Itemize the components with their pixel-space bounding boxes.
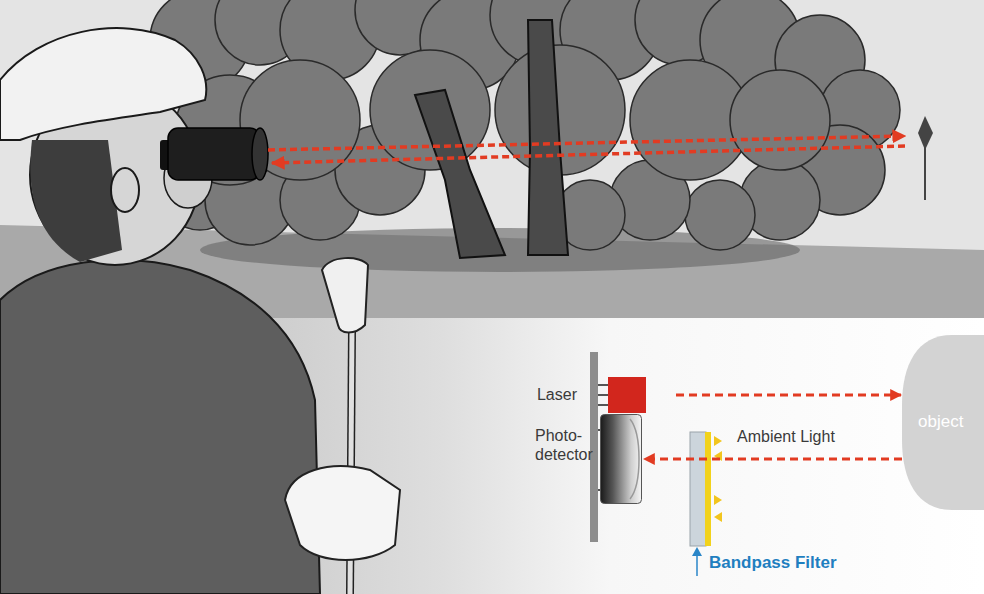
- component-pin: [598, 429, 600, 431]
- golfer-hair: [30, 140, 122, 262]
- object-label: object: [918, 412, 963, 431]
- leader-line: [696, 553, 698, 576]
- detector-lens: [630, 419, 639, 499]
- rangefinder: [168, 128, 260, 180]
- rangefinder-lens: [252, 128, 268, 180]
- filter-coating: [705, 432, 711, 546]
- club-head: [322, 258, 368, 332]
- component-pin: [598, 404, 608, 406]
- leader-arrow: [692, 547, 702, 556]
- reflected-beam: [644, 458, 902, 461]
- object-shape: [902, 335, 984, 510]
- ambient-light-label: Ambient Light: [737, 427, 835, 446]
- tree-canopy: [150, 0, 900, 250]
- laser-beam: [676, 394, 901, 397]
- foliage: [685, 180, 755, 250]
- ambient-ray: [714, 451, 722, 461]
- laser-pulse: [268, 136, 905, 150]
- component-label: Laser: [537, 385, 577, 404]
- detector-housing: [601, 415, 642, 504]
- component-label: Photo- detector: [535, 426, 597, 464]
- ambient-ray: [714, 436, 722, 446]
- tree-trunk: [528, 20, 568, 255]
- ambient-ray: [714, 495, 722, 505]
- component-pin: [598, 394, 608, 396]
- ambient-ray: [714, 512, 722, 522]
- golfer-cap: [0, 28, 206, 140]
- laser-echo: [272, 146, 905, 163]
- flag: [918, 116, 933, 150]
- foliage: [730, 70, 830, 170]
- golf-glove: [285, 466, 400, 560]
- component-pin: [598, 489, 600, 491]
- target-object: object: [902, 335, 984, 510]
- golfer-jacket: [0, 260, 320, 594]
- golfer-ear: [111, 168, 139, 212]
- filter-label: Bandpass Filter: [709, 553, 837, 572]
- component-pin: [598, 384, 608, 386]
- laser-diode: Laser: [608, 377, 646, 413]
- tree-trunk: [415, 90, 505, 258]
- detector-body: [600, 414, 642, 504]
- bandpass-filter: [690, 432, 706, 546]
- photodetector: Photo- detector: [600, 414, 642, 504]
